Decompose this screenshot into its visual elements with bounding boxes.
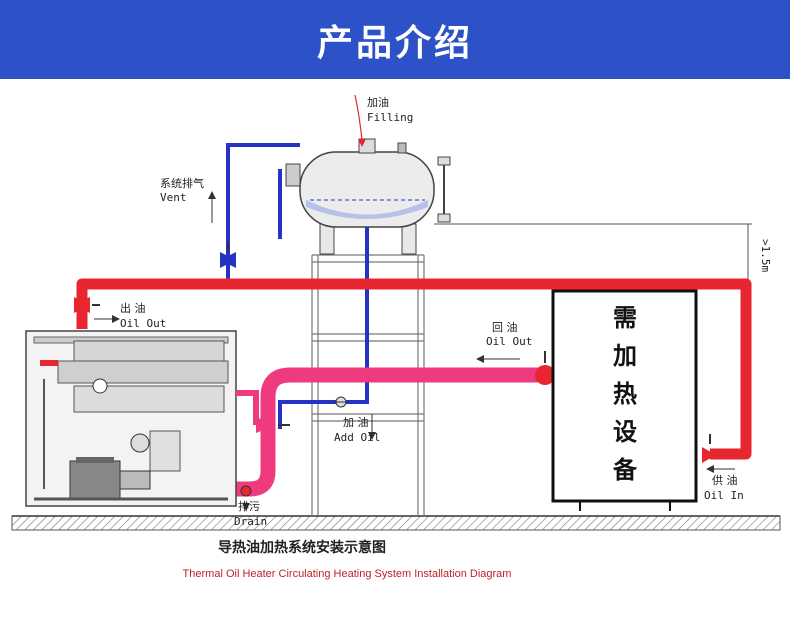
valve-oil-out bbox=[74, 297, 100, 313]
device-char-3: 热 bbox=[613, 380, 637, 408]
caption-cn: 导热油加热系统安装示意图 bbox=[218, 539, 386, 556]
caption-en: Thermal Oil Heater Circulating Heating S… bbox=[183, 568, 512, 580]
expansion-tank bbox=[285, 138, 435, 255]
oil-in-label-cn: 供 油 bbox=[712, 473, 738, 487]
device-char-2: 加 bbox=[613, 342, 637, 370]
add-oil-label-cn: 加 油 bbox=[343, 415, 369, 429]
flow-arrows bbox=[94, 94, 735, 511]
oil-in-label-en: Oil In bbox=[704, 489, 744, 502]
vent-label-en: Vent bbox=[160, 191, 187, 204]
drain-valve bbox=[240, 485, 252, 497]
blue-pipes bbox=[226, 143, 369, 429]
oil-out-label-cn: 出 油 bbox=[120, 301, 146, 315]
title-banner: 产品介绍 bbox=[0, 0, 790, 79]
drain-label-cn: 排污 bbox=[238, 499, 260, 513]
heated-device: 需 加 热 设 备 bbox=[551, 289, 698, 511]
valve-oil-in bbox=[702, 434, 716, 463]
valve-filter bbox=[256, 417, 290, 433]
heater-unit bbox=[25, 330, 259, 507]
valve-vent bbox=[220, 242, 236, 268]
installation-diagram: >1.5m bbox=[11, 94, 781, 580]
filling-label-en: Filling bbox=[367, 111, 413, 124]
add-oil-label-en: Add Oil bbox=[334, 431, 380, 444]
height-label: >1.5m bbox=[759, 239, 772, 272]
page-title: 产品介绍 bbox=[316, 22, 473, 64]
height-dimension: >1.5m bbox=[434, 223, 772, 279]
device-char-5: 备 bbox=[612, 456, 638, 484]
oil-out-label-en: Oil Out bbox=[120, 317, 166, 330]
filling-label-cn: 加油 bbox=[367, 95, 389, 109]
return-pipe bbox=[230, 367, 545, 497]
valve-add-oil bbox=[334, 396, 348, 408]
level-gauge bbox=[437, 156, 451, 223]
valve-return bbox=[535, 351, 555, 385]
return-label-cn: 回 油 bbox=[492, 320, 518, 334]
vent-label-cn: 系统排气 bbox=[160, 176, 204, 190]
drain-label-en: Drain bbox=[234, 515, 267, 528]
device-char-4: 设 bbox=[613, 418, 637, 446]
ground bbox=[11, 515, 781, 531]
return-label-en: Oil Out bbox=[486, 335, 532, 348]
device-char-1: 需 bbox=[613, 304, 637, 332]
hot-supply-pipe bbox=[76, 278, 752, 460]
